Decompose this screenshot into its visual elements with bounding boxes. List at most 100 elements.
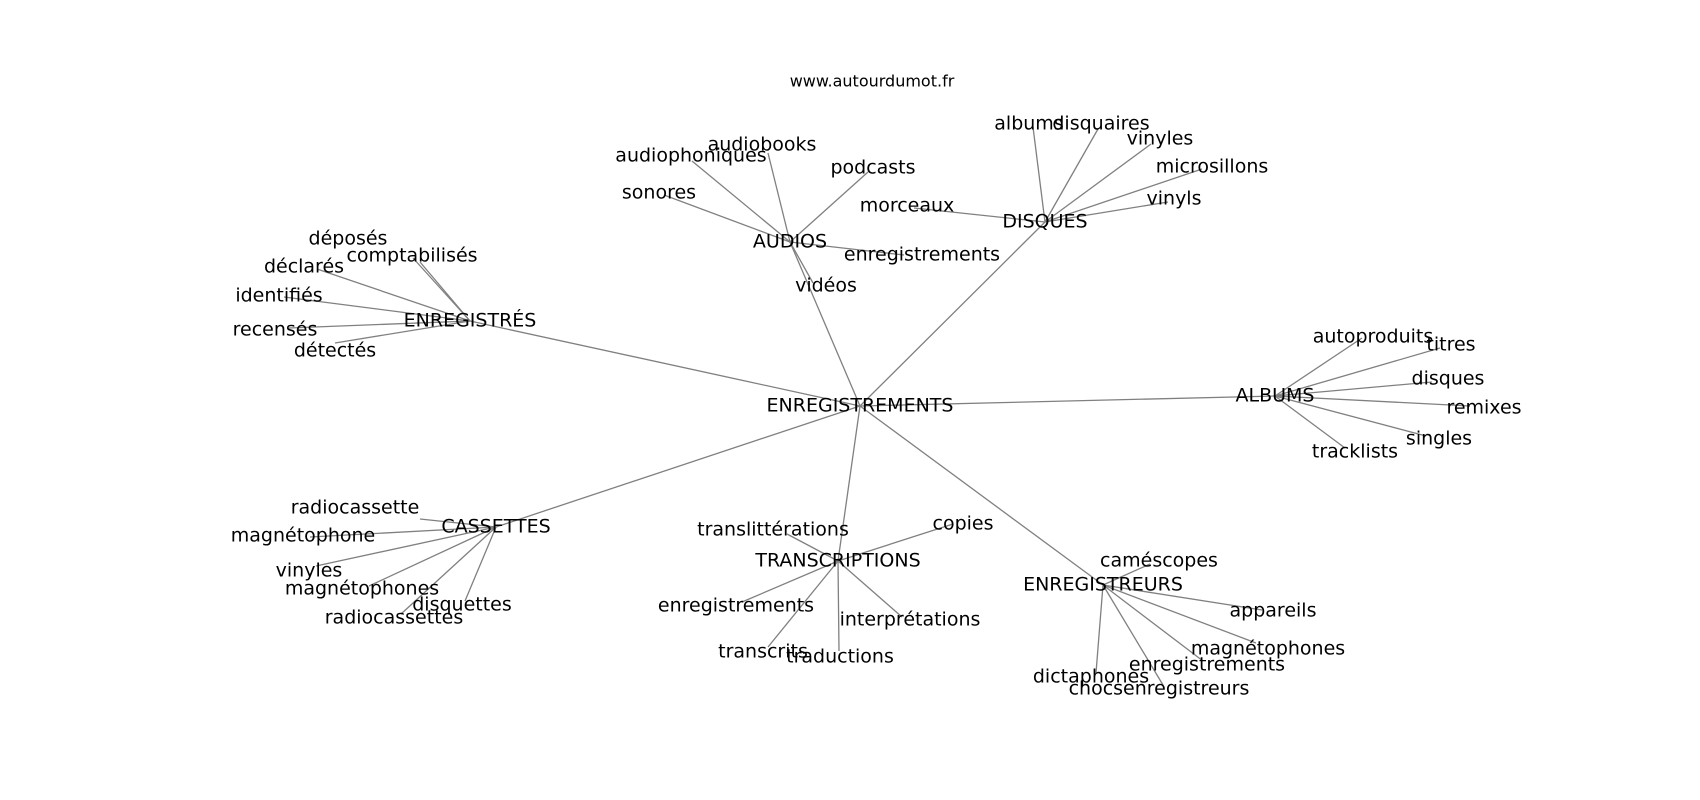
- leaf-node[interactable]: dictaphones: [1033, 666, 1149, 688]
- leaf-node[interactable]: copies: [933, 513, 994, 535]
- edge-center-1: [789, 241, 861, 407]
- edge-5-4: [767, 560, 839, 648]
- edge-1-2: [789, 171, 869, 243]
- edge-4-3: [368, 526, 497, 587]
- leaf-node[interactable]: radiocassettes: [325, 607, 463, 629]
- edge-center-4: [495, 405, 861, 528]
- edge-2-3: [1044, 168, 1203, 223]
- leaf-node[interactable]: autoproduits: [1313, 326, 1434, 348]
- leaf-node[interactable]: morceaux: [860, 195, 955, 217]
- edge-4-2: [315, 526, 497, 567]
- group-node[interactable]: ENREGISTRÉS: [404, 309, 537, 332]
- edge-0-3: [283, 296, 471, 322]
- edge-2-2: [1044, 143, 1152, 223]
- edge-1-1: [767, 152, 791, 243]
- edge-5-3: [837, 560, 903, 618]
- edge-1-0: [691, 160, 791, 243]
- leaf-node[interactable]: titres: [1426, 334, 1475, 356]
- leaf-node[interactable]: transcrits: [718, 641, 808, 663]
- edges: [283, 126, 1471, 686]
- group-node[interactable]: ENREGISTREURS: [1023, 574, 1183, 596]
- leaf-node[interactable]: déclarés: [264, 256, 344, 278]
- leaf-node[interactable]: audiophoniques: [615, 145, 766, 167]
- leaf-node[interactable]: disques: [1412, 368, 1485, 390]
- edge-3-5: [1274, 395, 1346, 449]
- edge-center-5: [837, 405, 861, 562]
- leaf-node[interactable]: comptabilisés: [346, 245, 477, 267]
- edge-0-4: [288, 320, 471, 329]
- center-node[interactable]: ENREGISTREMENTS: [767, 395, 954, 417]
- labels: www.autourdumot.fr ENREGISTREMENTS ENREG…: [231, 72, 1522, 700]
- edge-5-5: [837, 560, 840, 652]
- leaf-node[interactable]: vinyles: [276, 560, 343, 582]
- edge-2-0: [1032, 126, 1046, 223]
- leaf-node[interactable]: caméscopes: [1100, 550, 1218, 572]
- edge-3-0: [1274, 337, 1363, 397]
- leaf-node[interactable]: vidéos: [795, 275, 857, 297]
- edge-0-5: [334, 320, 471, 344]
- edge-6-3: [1102, 584, 1204, 662]
- leaf-node[interactable]: recensés: [233, 319, 318, 341]
- leaf-node[interactable]: magnétophones: [285, 578, 439, 600]
- group-node[interactable]: DISQUES: [1002, 211, 1087, 233]
- edge-6-2: [1102, 584, 1257, 644]
- edge-center-3: [859, 395, 1276, 407]
- source-label: www.autourdumot.fr: [790, 72, 955, 91]
- edge-0-1: [316, 268, 471, 322]
- group-node[interactable]: TRANSCRIPTIONS: [754, 550, 920, 572]
- leaf-node[interactable]: traductions: [786, 646, 894, 668]
- group-node[interactable]: ALBUMS: [1236, 385, 1315, 407]
- edge-3-1: [1274, 347, 1441, 397]
- leaf-node[interactable]: podcasts: [830, 157, 915, 179]
- edge-center-6: [859, 405, 1104, 586]
- edge-5-1: [837, 523, 954, 562]
- leaf-node[interactable]: interprétations: [840, 609, 981, 631]
- leaf-node[interactable]: identifiés: [235, 285, 322, 307]
- leaf-node[interactable]: vinyls: [1147, 188, 1202, 210]
- edge-5-0: [786, 533, 839, 562]
- edge-4-0: [419, 518, 497, 528]
- edge-4-4: [464, 526, 497, 602]
- leaf-node[interactable]: remixes: [1446, 397, 1521, 419]
- edge-1-5: [789, 241, 814, 284]
- edge-2-5: [1044, 201, 1169, 223]
- leaf-node[interactable]: appareils: [1230, 600, 1317, 622]
- leaf-node[interactable]: vinyles: [1127, 128, 1194, 150]
- edge-3-4: [1274, 395, 1427, 437]
- group-node[interactable]: AUDIOS: [753, 231, 827, 253]
- leaf-node[interactable]: audiobooks: [708, 134, 817, 156]
- edge-6-0: [1102, 563, 1151, 586]
- leaf-node[interactable]: tracklists: [1312, 441, 1398, 463]
- edge-5-2: [741, 560, 839, 603]
- leaf-node[interactable]: translittérations: [697, 519, 849, 541]
- edge-center-2: [859, 221, 1046, 407]
- leaf-node[interactable]: enregistrements: [1129, 654, 1285, 676]
- leaf-node[interactable]: disquaires: [1052, 113, 1149, 135]
- edge-6-5: [1102, 584, 1164, 686]
- leaf-node[interactable]: enregistrements: [844, 244, 1000, 266]
- edge-0-2: [419, 261, 471, 322]
- edge-center-0: [469, 320, 861, 407]
- edge-4-1: [309, 526, 497, 538]
- leaf-node[interactable]: disquettes: [412, 594, 512, 616]
- edge-6-4: [1095, 584, 1104, 674]
- edge-1-3: [663, 194, 791, 243]
- edge-3-3: [1274, 395, 1471, 407]
- leaf-node[interactable]: magnétophone: [231, 525, 375, 547]
- edge-1-4: [789, 241, 905, 256]
- edge-4-5: [400, 526, 497, 615]
- leaf-node[interactable]: singles: [1406, 428, 1472, 450]
- leaf-node[interactable]: albums: [994, 113, 1063, 135]
- edge-3-2: [1274, 381, 1433, 397]
- edge-6-1: [1102, 584, 1263, 611]
- leaf-node[interactable]: enregistrements: [658, 595, 814, 617]
- group-node[interactable]: CASSETTES: [441, 516, 550, 538]
- leaf-node[interactable]: détectés: [294, 340, 376, 362]
- leaf-node[interactable]: sonores: [622, 182, 696, 204]
- leaf-node[interactable]: chocsenregistreurs: [1069, 678, 1250, 700]
- leaf-node[interactable]: déposés: [309, 228, 388, 250]
- leaf-node[interactable]: microsillons: [1156, 156, 1269, 178]
- leaf-node[interactable]: magnétophones: [1191, 638, 1345, 660]
- leaf-node[interactable]: radiocassette: [291, 497, 420, 519]
